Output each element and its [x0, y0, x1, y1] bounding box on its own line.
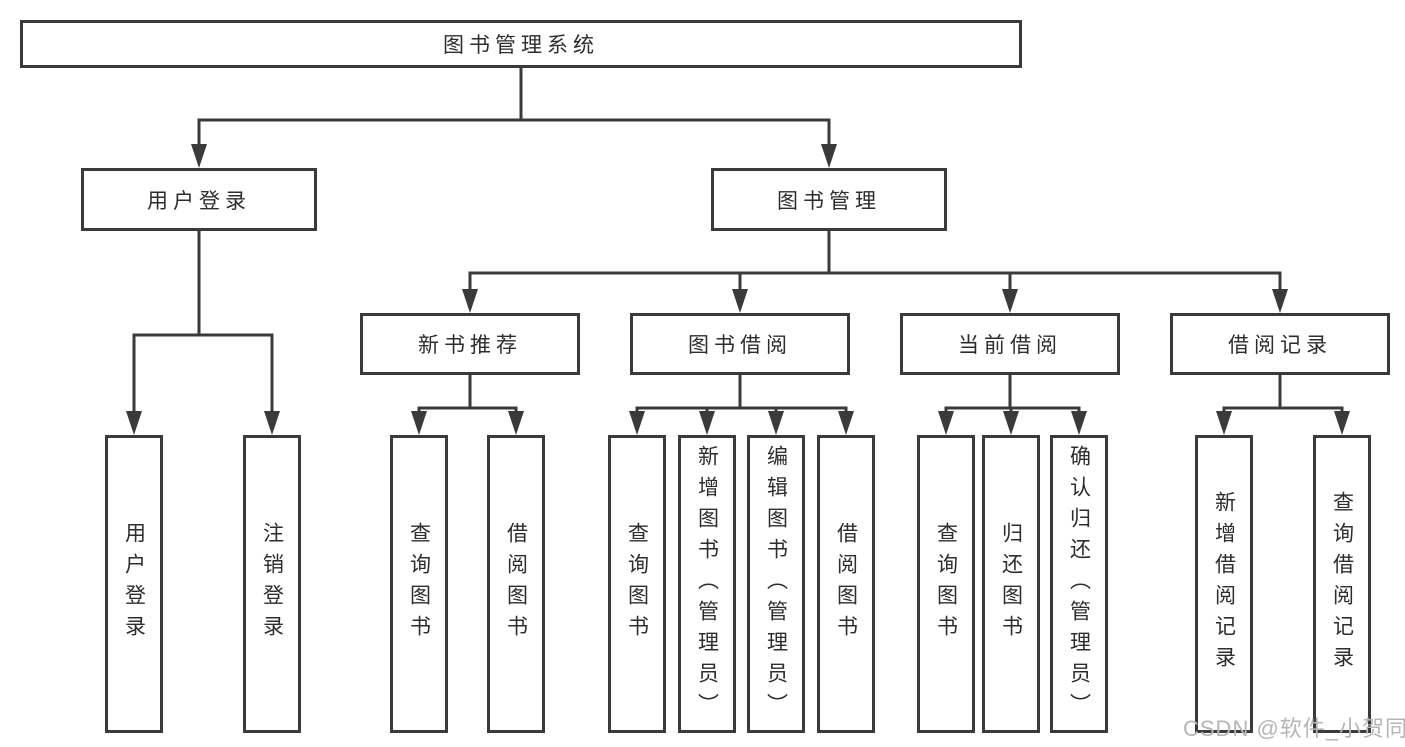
- node-user-login-label: 用户登录: [147, 189, 251, 213]
- node-leaf-query-book-b-label: 查询图书: [625, 522, 649, 646]
- arrowhead: [264, 411, 280, 435]
- edge-book-mgmt-to-level3: [462, 227, 1288, 313]
- node-leaf-add-record-label: 新增借阅记录: [1212, 491, 1236, 677]
- node-leaf-confirm-return: 确认归还（管理员）: [1050, 435, 1108, 733]
- node-current-borrow-label: 当前借阅: [958, 334, 1062, 357]
- node-leaf-return-book: 归还图书: [982, 435, 1040, 733]
- node-leaf-borrow-book-a: 借阅图书: [487, 435, 545, 733]
- node-leaf-user-login-label: 用户登录: [122, 522, 146, 646]
- node-leaf-logout-label: 注销登录: [260, 522, 284, 646]
- arrowhead: [191, 144, 207, 168]
- arrowhead: [508, 411, 524, 435]
- arrowhead: [938, 411, 954, 435]
- node-user-login: 用户登录: [81, 168, 317, 231]
- node-leaf-edit-book-label: 编辑图书（管理员）: [764, 444, 788, 724]
- node-new-book-rec-label: 新书推荐: [418, 334, 522, 357]
- edge-current-borrow-to-leaves: [938, 371, 1087, 435]
- node-leaf-query-book-a: 查询图书: [390, 435, 448, 733]
- arrowhead: [126, 411, 142, 435]
- edge-borrow-records-to-leaves: [1216, 371, 1350, 435]
- node-leaf-return-book-label: 归还图书: [999, 522, 1023, 646]
- arrowhead: [732, 289, 748, 313]
- arrowhead: [768, 411, 784, 435]
- arrowhead: [1216, 411, 1232, 435]
- edge-root-to-level2: [191, 64, 837, 168]
- node-leaf-borrow-book-b-label: 借阅图书: [834, 522, 858, 646]
- arrowhead: [629, 411, 645, 435]
- node-book-borrow: 图书借阅: [630, 313, 850, 375]
- node-leaf-borrow-book-a-label: 借阅图书: [504, 522, 528, 646]
- node-leaf-user-login: 用户登录: [105, 435, 163, 733]
- node-leaf-edit-book: 编辑图书（管理员）: [747, 435, 805, 733]
- edge-new-book-rec-to-leaves: [411, 371, 524, 435]
- edge-user-login-to-leaves: [126, 227, 280, 435]
- node-leaf-logout: 注销登录: [243, 435, 301, 733]
- node-current-borrow: 当前借阅: [900, 313, 1120, 375]
- edge-book-borrow-to-leaves: [629, 371, 854, 435]
- node-borrow-records: 借阅记录: [1170, 313, 1390, 375]
- node-root: 图书管理系统: [20, 20, 1022, 68]
- arrowhead: [1002, 289, 1018, 313]
- arrowhead: [1272, 289, 1288, 313]
- node-leaf-confirm-return-label: 确认归还（管理员）: [1067, 444, 1091, 724]
- node-borrow-records-label: 借阅记录: [1228, 334, 1332, 357]
- node-leaf-add-book: 新增图书（管理员）: [678, 435, 736, 733]
- watermark-text: CSDN @软件_小贺同学: [1183, 716, 1405, 741]
- node-book-mgmt-label: 图书管理: [777, 189, 881, 213]
- arrowhead: [1003, 411, 1019, 435]
- arrowhead: [411, 411, 427, 435]
- node-leaf-add-record: 新增借阅记录: [1195, 435, 1253, 733]
- arrowhead: [1334, 411, 1350, 435]
- node-book-borrow-label: 图书借阅: [688, 334, 792, 357]
- arrowhead: [699, 411, 715, 435]
- arrowhead: [821, 144, 837, 168]
- node-leaf-query-record-label: 查询借阅记录: [1330, 491, 1354, 677]
- node-leaf-query-book-c-label: 查询图书: [934, 522, 958, 646]
- node-leaf-query-book-c: 查询图书: [917, 435, 975, 733]
- node-leaf-borrow-book-b: 借阅图书: [817, 435, 875, 733]
- node-leaf-add-book-label: 新增图书（管理员）: [695, 444, 719, 724]
- node-new-book-rec: 新书推荐: [360, 313, 580, 375]
- node-book-mgmt: 图书管理: [711, 168, 947, 231]
- arrowhead: [462, 289, 478, 313]
- node-leaf-query-record: 查询借阅记录: [1313, 435, 1371, 733]
- node-leaf-query-book-b: 查询图书: [608, 435, 666, 733]
- node-root-label: 图书管理系统: [443, 34, 599, 57]
- arrowhead: [1071, 411, 1087, 435]
- node-leaf-query-book-a-label: 查询图书: [407, 522, 431, 646]
- arrowhead: [838, 411, 854, 435]
